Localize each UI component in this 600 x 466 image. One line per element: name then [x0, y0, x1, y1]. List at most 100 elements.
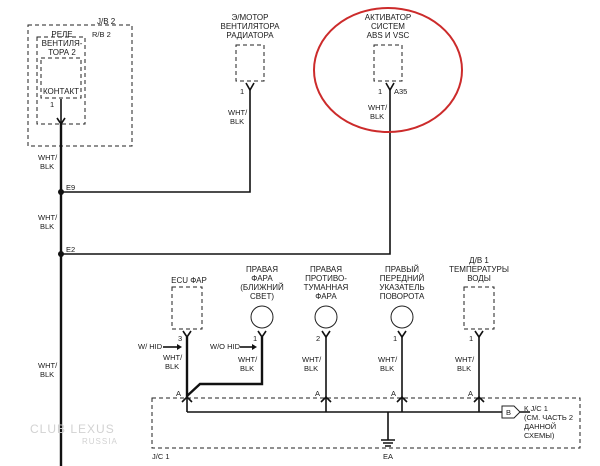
main-wire-mid-label-2: BLK	[40, 222, 54, 231]
junction-block-2-label: J/B 2	[97, 17, 116, 26]
abs-actuator-connector-label: A35	[394, 87, 407, 96]
junction-pin-a-2: A	[315, 389, 320, 398]
right-headlamp-name-line-4: СВЕТ)	[250, 292, 274, 301]
junction-pin-a-3: A	[391, 389, 396, 398]
right-turn-signal: ПРАВЫЙ ПЕРЕДНИЙ УКАЗАТЕЛЬ ПОВОРОТА 1 WHT…	[378, 265, 425, 398]
right-headlamp-pin: 1	[253, 334, 257, 343]
junction-connector-arrow-4	[473, 395, 485, 403]
reference-letter: B	[506, 408, 511, 417]
abs-actuator-name-line-1: АКТИВАТОР	[365, 13, 412, 22]
right-foglamp-bulb-icon	[314, 305, 338, 329]
right-headlamp: ПРАВАЯ ФАРА (БЛИЖНИЙ СВЕТ) 1 W/O HID WHT…	[186, 265, 284, 397]
abs-actuator-pin: 1	[378, 87, 382, 96]
junction-pin-a-4: A	[468, 389, 473, 398]
junction-connector-outline	[151, 397, 581, 449]
junction-connector-label: J/C 1	[152, 452, 170, 461]
junction-e2-label: E2	[66, 245, 75, 254]
right-turn-name-line-3: УКАЗАТЕЛЬ	[379, 283, 424, 292]
temp-sensor-wire-label-2: BLK	[457, 364, 471, 373]
fan-motor: Э/МОТОР ВЕНТИЛЯТОРА РАДИАТОРА 1 WHT/ BLK	[221, 13, 281, 126]
junction-connector: J/C 1 A A A A EA B К J/C 1 (СМ. ЧАСТЬ 2 …	[151, 389, 581, 461]
right-turn-name-line-4: ПОВОРОТА	[380, 292, 425, 301]
right-turn-pin: 1	[393, 334, 397, 343]
right-foglamp-pin: 2	[316, 334, 320, 343]
abs-actuator-pin-arrow	[385, 82, 395, 92]
junction-connector-arrow-3	[396, 395, 408, 403]
ecu-headlamp-pin: 3	[178, 334, 182, 343]
junction-pin-a-1: A	[176, 389, 181, 398]
junction-e9-label: E9	[66, 183, 75, 192]
right-foglamp-name-line-3: ТУМАННАЯ	[304, 283, 349, 292]
fan-motor-pin: 1	[240, 87, 244, 96]
reference-arrow-icon	[501, 405, 521, 419]
right-turn-wire-label-2: BLK	[380, 364, 394, 373]
watermark-line-1: CLUB LEXUS	[30, 422, 115, 436]
right-foglamp-wire-label-2: BLK	[304, 364, 318, 373]
temp-sensor-name-line-2: ТЕМПЕРАТУРЫ	[449, 265, 509, 274]
highlight-circle	[313, 7, 463, 133]
temp-sensor-pin: 1	[469, 334, 473, 343]
right-headlamp-wire	[186, 337, 264, 397]
right-headlamp-wire-label-2: BLK	[240, 364, 254, 373]
right-foglamp-name-line-4: ФАРА	[315, 292, 337, 301]
right-headlamp-note-arrow	[252, 344, 257, 350]
junction-block-2-outline	[27, 24, 133, 147]
main-wire-top-label-1: WHT/	[38, 153, 58, 162]
abs-actuator: АКТИВАТОР СИСТЕМ ABS И VSC 1 A35 WHT/ BL…	[313, 7, 463, 133]
fan-motor-wire	[61, 90, 251, 193]
fan-motor-wire-label-2: BLK	[230, 117, 244, 126]
temp-sensor-pin-arrow	[474, 330, 484, 339]
right-foglamp-name-line-1: ПРАВАЯ	[310, 265, 342, 274]
ecu-headlamp-pin-arrow	[182, 330, 192, 339]
relay-connector-label: R/B 2	[92, 30, 111, 39]
main-wire-bottom-label-1: WHT/	[38, 361, 58, 370]
fan-motor-connector	[235, 44, 265, 82]
relay-name-line-1: РЕЛЕ	[51, 30, 72, 39]
fan-motor-pin-arrow	[245, 82, 255, 92]
temp-sensor: Д/В 1 ТЕМПЕРАТУРЫ ВОДЫ 1 WHT/ BLK	[449, 256, 509, 398]
main-wire-top-label-2: BLK	[40, 162, 54, 171]
right-foglamp-pin-arrow	[321, 330, 331, 339]
reference-line-2: (СМ. ЧАСТЬ 2	[524, 413, 573, 422]
temp-sensor-name-line-1: Д/В 1	[469, 256, 489, 265]
abs-actuator-name-line-2: СИСТЕМ	[371, 22, 405, 31]
abs-actuator-wire-label-1: WHT/	[368, 103, 388, 112]
reference-line-4: СХЕМЫ)	[524, 431, 555, 440]
ecu-headlamp-connector	[171, 286, 203, 330]
right-turn-wire-label-1: WHT/	[378, 355, 398, 364]
ground-symbol-icon	[381, 439, 395, 447]
relay-contact-label: КОНТАКТ	[43, 87, 79, 96]
right-turn-name-line-2: ПЕРЕДНИЙ	[380, 274, 425, 283]
fan-motor-name-line-2: ВЕНТИЛЯТОРА	[221, 22, 281, 31]
fan-motor-name-line-1: Э/МОТОР	[232, 13, 269, 22]
right-foglamp-wire-label-1: WHT/	[302, 355, 322, 364]
reference-line-1: К J/C 1	[524, 404, 548, 413]
right-headlamp-name-line-1: ПРАВАЯ	[246, 265, 278, 274]
relay-block: J/B 2 R/B 2 РЕЛЕ ВЕНТИЛЯ- ТОРА 2 КОНТАКТ…	[27, 17, 133, 147]
relay-name-line-2: ВЕНТИЛЯ-	[42, 39, 83, 48]
ecu-headlamp-note: W/ HID	[138, 342, 163, 351]
right-foglamp: ПРАВАЯ ПРОТИВО- ТУМАННАЯ ФАРА 2 WHT/ BLK	[302, 265, 349, 398]
ground-label: EA	[383, 452, 393, 461]
right-turn-bulb-icon	[390, 305, 414, 329]
abs-actuator-wire-label-2: BLK	[370, 112, 384, 121]
abs-actuator-wire	[61, 90, 391, 255]
right-headlamp-bulb-icon	[250, 305, 274, 329]
ecu-headlamp-note-arrow	[177, 344, 182, 350]
ecu-headlamp-wire-label-1: WHT/	[163, 353, 183, 362]
right-foglamp-name-line-2: ПРОТИВО-	[305, 274, 347, 283]
relay-outline	[36, 36, 86, 125]
abs-actuator-name-line-3: ABS И VSC	[367, 31, 410, 40]
main-wire-bottom-label-2: BLK	[40, 370, 54, 379]
right-headlamp-name-line-3: (БЛИЖНИЙ	[240, 283, 284, 292]
junction-connector-arrow-1	[181, 395, 193, 403]
relay-contact-outline	[40, 57, 82, 99]
right-headlamp-note: W/O HID	[210, 342, 241, 351]
ecu-headlamp-wire-label-2: BLK	[165, 362, 179, 371]
temp-sensor-wire-label-1: WHT/	[455, 355, 475, 364]
relay-name-line-3: ТОРА 2	[48, 48, 76, 57]
main-wire-mid-label-1: WHT/	[38, 213, 58, 222]
watermark-line-2: RUSSIA	[82, 437, 118, 446]
relay-pin: 1	[50, 100, 54, 109]
right-headlamp-name-line-2: ФАРА	[251, 274, 273, 283]
